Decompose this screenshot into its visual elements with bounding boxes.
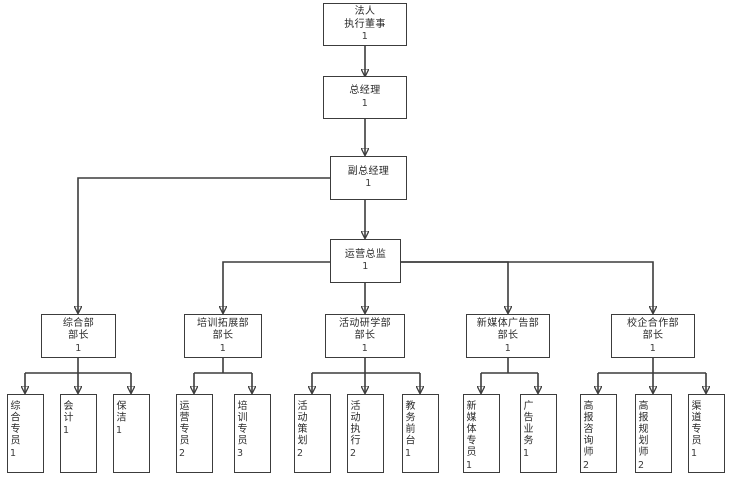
node-role-gaobao-planner[interactable]: 高报规划师 2 — [635, 394, 672, 473]
node-legal-representative[interactable]: 法人 执行董事 1 — [323, 3, 407, 46]
node-role-advertising-business[interactable]: 广告业务 1 — [520, 394, 557, 473]
node-title: 保洁 — [114, 400, 125, 423]
node-title: 广告业务 — [521, 400, 532, 446]
node-role-new-media-specialist[interactable]: 新媒体专员 1 — [463, 394, 500, 473]
node-count: 1 — [361, 342, 369, 354]
node-role-academic-front-desk[interactable]: 教务前台 1 — [402, 394, 439, 473]
node-dept-activity-study[interactable]: 活动研学部 部长 1 — [325, 314, 405, 358]
node-title: 高报咨询师 — [581, 400, 592, 458]
node-title-line1: 总经理 — [349, 85, 381, 97]
node-title-line1: 校企合作部 — [627, 317, 679, 329]
node-title-line2: 部长 — [497, 330, 519, 342]
node-title: 会计 — [61, 400, 72, 423]
node-count: 2 — [349, 448, 357, 459]
node-count: 1 — [465, 459, 473, 471]
node-role-general-specialist[interactable]: 综合专员 1 — [7, 394, 44, 473]
node-count: 1 — [365, 178, 372, 190]
node-role-gaobao-consultant[interactable]: 高报咨询师 2 — [580, 394, 617, 473]
node-count: 1 — [361, 97, 369, 109]
node-count: 1 — [219, 342, 227, 354]
node-operations-director[interactable]: 运营总监 1 — [330, 239, 401, 283]
node-role-cleaner[interactable]: 保洁 1 — [113, 394, 150, 473]
node-count: 1 — [404, 448, 412, 459]
node-title-line1: 新媒体广告部 — [476, 317, 540, 329]
node-title-line1: 培训拓展部 — [197, 317, 249, 329]
node-count: 2 — [637, 459, 645, 471]
node-general-manager[interactable]: 总经理 1 — [323, 76, 407, 119]
node-title-line1: 活动研学部 — [339, 317, 391, 329]
node-count: 1 — [9, 448, 17, 459]
node-count: 2 — [178, 448, 186, 459]
node-title: 活动策划 — [295, 400, 306, 446]
node-role-accountant[interactable]: 会计 1 — [60, 394, 97, 473]
node-title-line1: 法人 — [354, 6, 376, 18]
node-title-line1: 副总经理 — [347, 165, 390, 177]
node-count: 1 — [362, 261, 369, 273]
node-deputy-general-manager[interactable]: 副总经理 1 — [330, 156, 407, 200]
node-role-activity-planning[interactable]: 活动策划 2 — [294, 394, 331, 473]
node-count: 1 — [75, 342, 82, 354]
node-count: 1 — [115, 425, 123, 436]
node-title: 新媒体专员 — [464, 400, 475, 458]
node-title-line2: 部长 — [68, 330, 89, 342]
node-title-line2: 执行董事 — [344, 18, 386, 30]
node-dept-general-affairs[interactable]: 综合部 部长 1 — [41, 314, 116, 358]
node-dept-school-enterprise-cooperation[interactable]: 校企合作部 部长 1 — [611, 314, 695, 358]
node-dept-new-media-advertising[interactable]: 新媒体广告部 部长 1 — [466, 314, 550, 358]
node-title: 高报规划师 — [636, 400, 647, 458]
node-count: 1 — [649, 342, 657, 354]
node-title: 运营专员 — [177, 400, 188, 446]
node-dept-training-development[interactable]: 培训拓展部 部长 1 — [184, 314, 262, 358]
node-count: 1 — [361, 31, 369, 43]
node-title-line2: 部长 — [354, 330, 376, 342]
node-role-activity-execution[interactable]: 活动执行 2 — [347, 394, 384, 473]
node-count: 1 — [504, 342, 512, 354]
node-role-channel-specialist[interactable]: 渠道专员 1 — [688, 394, 725, 473]
node-title: 渠道专员 — [689, 400, 700, 446]
node-count: 3 — [236, 448, 244, 459]
node-title-line1: 综合部 — [62, 317, 95, 329]
node-count: 2 — [296, 448, 304, 459]
node-count: 1 — [62, 425, 70, 436]
node-title: 培训专员 — [235, 400, 246, 446]
node-title-line2: 部长 — [212, 330, 234, 342]
node-role-operations-specialist[interactable]: 运营专员 2 — [176, 394, 213, 473]
node-title: 活动执行 — [348, 400, 359, 446]
node-role-training-specialist[interactable]: 培训专员 3 — [234, 394, 271, 473]
node-title-line2: 部长 — [642, 330, 664, 342]
node-title-line1: 运营总监 — [344, 248, 387, 260]
node-count: 1 — [690, 448, 698, 459]
node-count: 2 — [582, 459, 590, 471]
node-count: 1 — [522, 448, 530, 459]
node-title: 教务前台 — [403, 400, 414, 446]
node-title: 综合专员 — [8, 400, 19, 446]
